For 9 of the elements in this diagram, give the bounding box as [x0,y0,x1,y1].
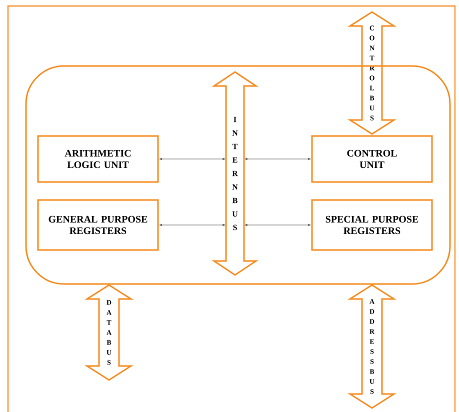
arrow [159,158,226,160]
unit-box: CONTROL UNIT [311,135,433,183]
unit-box: ARITHMETIC LOGIC UNIT [37,135,159,183]
arrow [244,158,311,160]
arrow [244,224,311,226]
processor-outline [25,65,451,285]
unit-box: GENERAL PURPOSE REGISTERS [37,199,159,251]
arrow [159,224,226,226]
unit-box: SPECIAL PURPOSE REGISTERS [311,199,433,251]
